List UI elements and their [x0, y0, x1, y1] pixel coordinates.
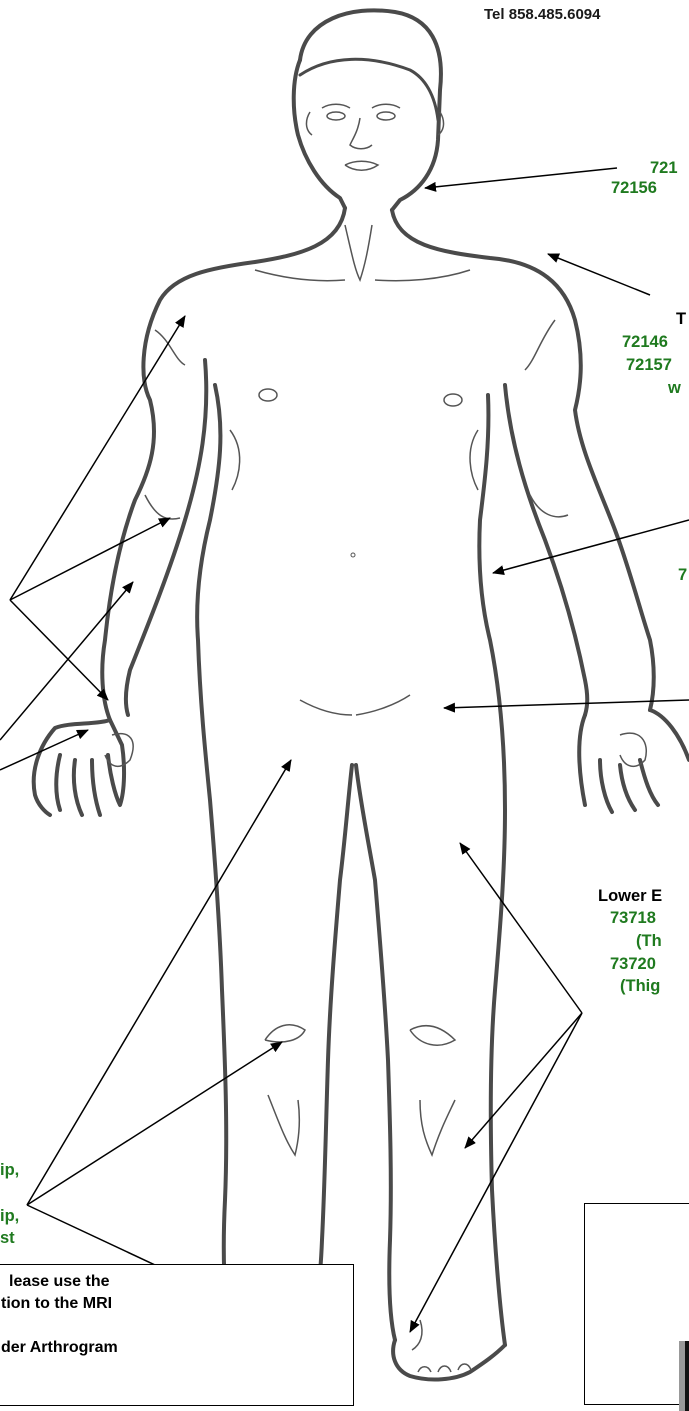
- arrow-neck: [425, 168, 617, 188]
- lower-ext-code-2: 73720: [610, 954, 656, 974]
- arrow-ankle: [410, 1013, 582, 1332]
- arrow-elbow: [10, 518, 170, 600]
- arrow-thigh: [460, 843, 582, 1013]
- left-fragment-2: ip,: [0, 1206, 19, 1226]
- left-fragment-1: ip,: [0, 1160, 19, 1180]
- lower-extremity-title: Lower E: [598, 886, 662, 906]
- arrow-left-knee: [27, 1042, 282, 1205]
- arrow-hip: [27, 760, 291, 1205]
- left-fragment-3: st: [0, 1228, 15, 1248]
- cervical-code-2: 72156: [611, 178, 657, 198]
- lumbar-code: 7: [678, 565, 687, 585]
- arrow-forearm: [0, 582, 133, 740]
- lower-ext-note-1: (Th: [636, 931, 662, 951]
- right-info-box: [584, 1203, 689, 1405]
- lower-ext-code-1: 73718: [610, 908, 656, 928]
- cervical-code-1: 721: [650, 158, 678, 178]
- arrow-shoulder: [548, 254, 650, 295]
- thoracic-code-2: 72157: [626, 355, 672, 375]
- instruction-note-box: lease use the tion to the MRI der Arthro…: [0, 1264, 354, 1406]
- lower-ext-note-2: (Thig: [620, 976, 660, 996]
- torso-right: [392, 210, 654, 710]
- thoracic-title: T: [676, 309, 686, 329]
- pointer-arrows: [0, 168, 689, 1332]
- note-line-2: tion to the MRI: [1, 1295, 112, 1313]
- thoracic-code-1: 72146: [622, 332, 668, 352]
- right-hand: [579, 710, 689, 812]
- note-line-1: lease use the: [9, 1273, 110, 1291]
- arrow-upper-arm: [10, 316, 185, 600]
- body-outline: [34, 10, 689, 1380]
- arrow-knee: [465, 1013, 582, 1148]
- note-line-3: der Arthrogram: [1, 1339, 118, 1357]
- box-image-fragment: [679, 1341, 689, 1411]
- arrow-flank: [493, 520, 689, 573]
- arrow-wrist: [10, 600, 108, 700]
- thoracic-note: w: [668, 378, 681, 398]
- head-outline-left: [294, 60, 345, 208]
